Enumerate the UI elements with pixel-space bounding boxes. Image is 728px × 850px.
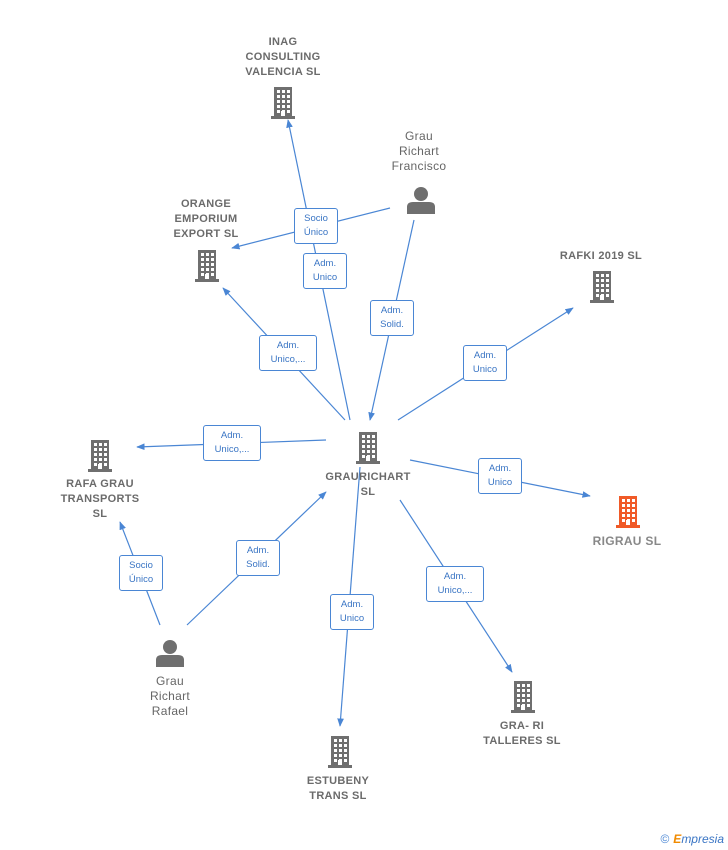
person-icon-grau_rafael[interactable] bbox=[156, 640, 184, 667]
node-label-grau_francisco[interactable]: Grau Richart Francisco bbox=[391, 129, 447, 173]
edge-label-e6: Adm. Unico,... bbox=[203, 425, 261, 461]
brand-initial: E bbox=[673, 832, 682, 846]
edge-label-e8: Socio Único bbox=[119, 555, 163, 591]
node-label-grari[interactable]: GRA- RI TALLERES SL bbox=[483, 720, 561, 747]
edge-label-e5: Adm. Unico bbox=[463, 345, 507, 381]
node-label-grau_rafael[interactable]: Grau Richart Rafael bbox=[149, 674, 191, 718]
building-icon-orange[interactable] bbox=[195, 250, 219, 282]
node-label-orange[interactable]: ORANGE EMPORIUM EXPORT SL bbox=[173, 198, 239, 240]
building-icon-rafki[interactable] bbox=[590, 271, 614, 303]
edge-label-e1: Adm. Unico bbox=[303, 253, 347, 289]
node-label-graurichart[interactable]: GRAURICHART SL bbox=[325, 471, 411, 498]
node-label-inag[interactable]: INAG CONSULTING VALENCIA SL bbox=[245, 36, 321, 78]
brand-footer: ©Empresia bbox=[660, 832, 724, 846]
person-icon-grau_francisco[interactable] bbox=[407, 187, 435, 214]
edge-label-e9: Adm. Solid. bbox=[236, 540, 280, 576]
edge-label-e3: Adm. Unico,... bbox=[259, 335, 317, 371]
building-icon-inag[interactable] bbox=[271, 87, 295, 119]
node-label-rafagrau[interactable]: RAFA GRAU TRANSPORTS SL bbox=[60, 478, 140, 520]
building-icon-estubeny[interactable] bbox=[328, 736, 352, 768]
building-icon-grari[interactable] bbox=[511, 681, 535, 713]
highlighted-building-icon-rigrau[interactable] bbox=[616, 496, 640, 528]
building-icon-graurichart[interactable] bbox=[356, 432, 380, 464]
edge-label-e11: Adm. Unico,... bbox=[426, 566, 484, 602]
edge-label-e7: Adm. Unico bbox=[478, 458, 522, 494]
edge-label-e10: Adm. Unico bbox=[330, 594, 374, 630]
brand-name: mpresia bbox=[681, 832, 724, 846]
node-label-rafki[interactable]: RAFKI 2019 SL bbox=[559, 250, 643, 262]
copyright-icon: © bbox=[660, 832, 670, 846]
edge-label-e4: Adm. Solid. bbox=[370, 300, 414, 336]
node-label-rigrau[interactable]: RIGRAU SL bbox=[592, 534, 662, 548]
node-label-estubeny[interactable]: ESTUBENY TRANS SL bbox=[306, 775, 370, 802]
edge-label-e2: Socio Único bbox=[294, 208, 338, 244]
building-icon-rafagrau[interactable] bbox=[88, 440, 112, 472]
